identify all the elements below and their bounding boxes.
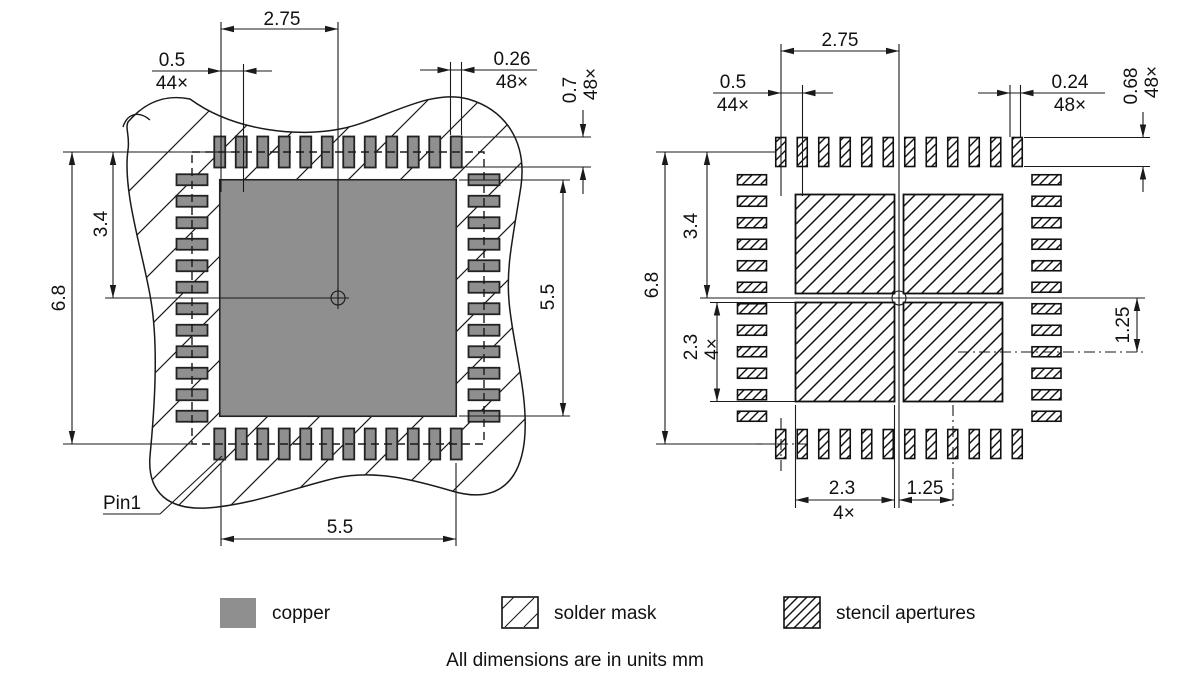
stencil-aperture xyxy=(946,136,959,168)
stencil-aperture xyxy=(1031,216,1062,229)
stencil-aperture xyxy=(1031,345,1062,358)
stencil-aperture xyxy=(736,345,768,358)
stencil-aperture xyxy=(1031,281,1062,294)
stencil-aperture xyxy=(1031,173,1062,186)
stencil-aperture xyxy=(736,302,768,315)
stencil-aperture xyxy=(1031,324,1062,337)
paste-square xyxy=(794,301,896,403)
stencil-apertures-swatch xyxy=(783,596,821,629)
stencil-aperture xyxy=(736,238,768,251)
stencil-aperture xyxy=(882,428,895,460)
stencil-apertures xyxy=(736,136,1062,460)
stencil-aperture xyxy=(903,428,916,460)
dim-pad-length-count: 48× xyxy=(581,68,602,100)
stencil-aperture xyxy=(925,428,938,460)
torn-edge-curl xyxy=(122,113,151,128)
stencil-aperture xyxy=(1011,136,1024,168)
center-marker xyxy=(891,290,907,306)
copper-land-pattern-figure: 2.75 0.5 44× 0.26 48× 0.7 48× 3.4 6.8 xyxy=(49,9,602,546)
dim-square-size-bottom: 2.3 xyxy=(829,478,855,499)
dim-pad-row-span: 6.8 xyxy=(49,285,70,311)
hatch-line xyxy=(126,96,469,509)
stencil-aperture xyxy=(736,259,768,272)
paste-square xyxy=(902,193,1004,295)
stencil-aperture xyxy=(736,173,768,186)
dim-aperture-pitch-count: 44× xyxy=(717,95,749,116)
dim-center-to-first-aperture: 2.75 xyxy=(822,30,859,51)
solder-mask-swatch-hatch xyxy=(501,596,539,628)
dim-aperture-width-count: 48× xyxy=(1054,95,1086,116)
stencil-aperture xyxy=(736,195,768,208)
stencil-aperture xyxy=(1031,367,1062,380)
hatch-line xyxy=(331,96,526,509)
dim-center-to-first-pad: 2.75 xyxy=(264,9,301,30)
stencil-aperture xyxy=(736,388,768,401)
stencil-aperture xyxy=(839,136,852,168)
stencil-aperture xyxy=(1031,388,1062,401)
stencil-aperture xyxy=(736,216,768,229)
stencil-aperture xyxy=(1031,302,1062,315)
stencil-aperture xyxy=(1031,195,1062,208)
legend-label-stencil-apertures: stencil apertures xyxy=(836,603,975,624)
stencil-aperture xyxy=(989,428,1002,460)
pin1-leader-line xyxy=(159,455,223,515)
dim-pad-pitch-count: 44× xyxy=(156,73,188,94)
stencil-aperture xyxy=(1031,259,1062,272)
stencil-aperture xyxy=(796,428,809,460)
stencil-aperture xyxy=(736,281,768,294)
paste-square xyxy=(794,193,896,295)
dim-offset-side: 1.25 xyxy=(1113,307,1134,344)
dim-square-count-bottom: 4× xyxy=(833,503,855,524)
dim-square-count-side: 4× xyxy=(702,338,723,360)
dim-aperture-width: 0.24 xyxy=(1052,72,1089,93)
stencil-aperture xyxy=(1031,410,1062,423)
dim-aperture-length-count: 48× xyxy=(1142,66,1163,98)
stencil-aperture xyxy=(860,136,873,168)
dim-square-size-side: 2.3 xyxy=(681,334,702,360)
copper-swatch xyxy=(220,598,256,628)
stencil-aperture xyxy=(774,428,787,460)
stencil-aperture xyxy=(1011,428,1024,460)
stencil-aperture xyxy=(925,136,938,168)
dim-center-to-pad-row: 3.4 xyxy=(91,210,112,237)
dim-aperture-pitch: 0.5 xyxy=(720,72,746,93)
dim-offset-bottom: 1.25 xyxy=(907,478,944,499)
paste-square xyxy=(902,301,1004,403)
dim-pad-width: 0.26 xyxy=(494,49,531,70)
hatch-line xyxy=(126,96,261,509)
stencil-aperture xyxy=(860,428,873,460)
stencil-aperture xyxy=(946,428,959,460)
dim-thermal-pad-width: 5.5 xyxy=(327,517,353,538)
stencil-aperture xyxy=(736,367,768,380)
dim-pad-width-count: 48× xyxy=(496,72,528,93)
dim-pad-length: 0.7 xyxy=(560,77,581,103)
stencil-aperture xyxy=(736,324,768,337)
dim-aperture-length: 0.68 xyxy=(1121,68,1142,105)
stencil-aperture xyxy=(968,136,981,168)
stencil-pattern-figure: 2.75 0.5 44× 0.24 48× 0.68 48× 6.8 3.4 xyxy=(642,30,1163,524)
legend-label-solder-mask: solder mask xyxy=(554,603,657,624)
stencil-aperture xyxy=(903,136,916,168)
stencil-aperture xyxy=(839,428,852,460)
stencil-aperture xyxy=(736,410,768,423)
stencil-aperture xyxy=(882,136,895,168)
dim-center-to-aperture-row: 3.4 xyxy=(681,212,702,239)
stencil-aperture xyxy=(817,136,830,168)
stencil-aperture xyxy=(1031,238,1062,251)
dim-thermal-pad-height: 5.5 xyxy=(538,284,559,310)
legend-label-copper: copper xyxy=(272,603,331,624)
dim-pad-pitch: 0.5 xyxy=(159,50,185,71)
hatch-line xyxy=(383,96,526,509)
legend: copper solder mask stencil apertures xyxy=(220,596,975,629)
hatch-line xyxy=(126,96,313,509)
stencil-aperture xyxy=(989,136,1002,168)
stencil-aperture xyxy=(817,428,830,460)
dim-aperture-row-span: 6.8 xyxy=(642,272,663,298)
units-note: All dimensions are in units mm xyxy=(446,650,704,671)
stencil-aperture xyxy=(968,428,981,460)
pin1-label: Pin1 xyxy=(103,493,141,514)
